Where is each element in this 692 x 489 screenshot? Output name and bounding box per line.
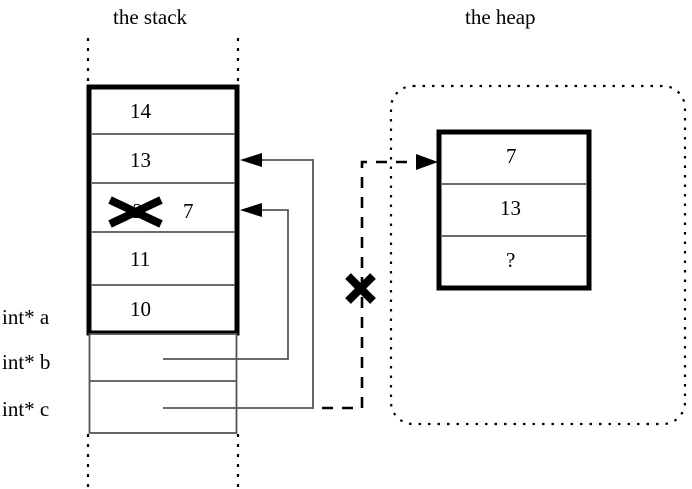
pointer-b-to-cell-7 <box>163 203 289 360</box>
strikeout-cell-12-icon <box>108 196 163 228</box>
stack-cell-value-0: 14 <box>130 99 151 123</box>
pointer-c-to-cell-13 <box>163 153 314 409</box>
heap-cell-value-0: 7 <box>506 144 517 168</box>
heap-region-boundary <box>389 84 687 426</box>
stack-cell-value-2-old: 12 <box>122 199 143 223</box>
stack-cell-value-2-new: 7 <box>183 199 194 223</box>
stack-frame-box <box>86 84 240 336</box>
stack-dotted-bottom <box>86 434 240 489</box>
stack-cell-value-1: 13 <box>130 148 151 172</box>
stack-dotted-top <box>86 38 240 86</box>
stack-variable-box <box>88 333 238 434</box>
stack-var-label-a: int* a <box>2 305 50 329</box>
stack-title: the stack <box>113 5 188 29</box>
stack-var-label-b: int* b <box>2 350 51 374</box>
stack-var-label-c: int* c <box>2 397 50 421</box>
heap-title: the heap <box>465 5 536 29</box>
pointer-c-to-heap <box>322 154 438 410</box>
heap-block-box <box>436 129 592 291</box>
stack-cell-value-4: 10 <box>130 297 151 321</box>
heap-cell-value-1: 13 <box>500 196 521 220</box>
strikeout-heap-pointer-icon <box>345 273 376 304</box>
stack-cell-value-3: 11 <box>130 247 151 271</box>
heap-cell-value-2: ? <box>506 248 516 272</box>
